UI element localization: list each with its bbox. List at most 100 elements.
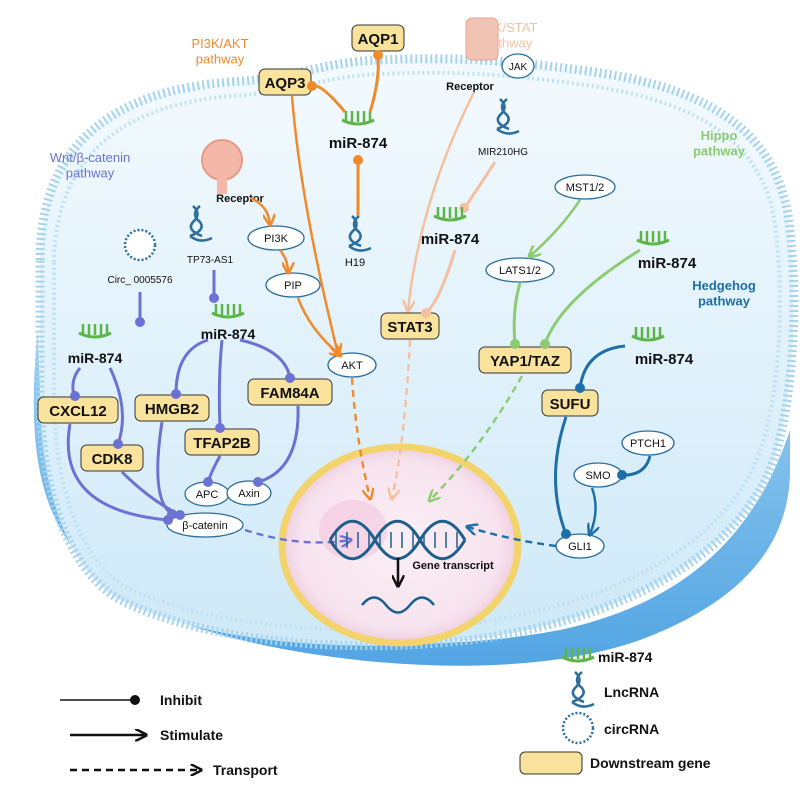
cdk8-to-bcat-end [175, 510, 185, 520]
circ-to-mir-end [135, 317, 145, 327]
pi3k-pathway-label-line: PI3K/AKT [191, 36, 248, 51]
nucleolus [319, 500, 387, 560]
gene-hmgb2: HMGB2 [145, 401, 199, 418]
gene-aqp1: AQP1 [358, 31, 399, 48]
node-mst-oval [554, 174, 616, 200]
gene-cdk8-box [80, 444, 144, 472]
receptor-left-label: Receptor [216, 193, 264, 205]
mirna-circ-icon-strand [78, 331, 112, 339]
lats-to-yap [512, 282, 522, 345]
lncrna-h19-icon-tail [348, 244, 372, 252]
mirtp-to-fam84a [239, 338, 292, 379]
node-axin: Axin [238, 488, 259, 500]
mst-to-lats [530, 199, 582, 256]
gene-tfap2b: TFAP2B [193, 435, 251, 452]
mirna-jak-label: miR-874 [421, 231, 480, 248]
circ-0005576-label: Circ_ 0005576 [107, 275, 172, 286]
receptor-to-pi3k [249, 196, 270, 224]
mirtp-to-tfap2b-end [215, 423, 225, 433]
gene-transcript-label: Gene transcript [412, 560, 494, 572]
node-jak: JAK [509, 62, 528, 73]
node-bcat-oval [166, 512, 244, 538]
legend-downstream-swatch [519, 751, 583, 775]
pi3k-pathway-label-line: pathway [196, 52, 245, 67]
node-mst: MST1/2 [566, 182, 605, 194]
hippo-pathway-label-line: Hippo [701, 128, 738, 143]
mir-to-yap [543, 248, 641, 345]
mirna-hippo-label: miR-874 [638, 255, 697, 272]
legend-lncrna-label: LncRNA [604, 684, 659, 700]
node-pip3: PIP [284, 280, 302, 292]
mrna-icon [361, 596, 435, 614]
mir210hg-to-mir [464, 161, 497, 207]
lncrna-mir210hg-icon-tail [496, 127, 520, 135]
node-bcat: β-catenin [182, 520, 227, 532]
mirna-circ-label: miR-874 [68, 350, 123, 366]
mirtp-to-hmgb2-end [171, 389, 181, 399]
mirna-top-label: miR-874 [329, 135, 388, 152]
gene-aqp3: AQP3 [265, 75, 306, 92]
mirna-hippo-icon [636, 231, 670, 246]
cxcl12-to-bcat [66, 423, 169, 522]
legend-mirna-icon [561, 648, 595, 663]
node-smo: SMO [585, 470, 611, 482]
lats-to-yap-end [510, 339, 520, 349]
mirna-top-icon-strand [341, 118, 375, 126]
mirna-hedgehog-label: miR-874 [635, 351, 694, 368]
node-ptch1-oval [621, 430, 675, 456]
lncrna-tp73-icon-b [189, 204, 203, 238]
legend-lncrna-icon [571, 670, 595, 708]
legend-stimulate-label: Stimulate [160, 727, 223, 743]
node-apc: APC [196, 489, 219, 501]
dna-strand-b [328, 519, 467, 561]
pi3k-to-pip3 [279, 249, 288, 272]
node-lats-oval [485, 257, 555, 283]
receptor-left-icon-stem [217, 170, 227, 194]
receptor-left-icon [201, 139, 243, 194]
ptch1-to-smo-end [617, 470, 627, 480]
mirtp-to-hmgb2 [174, 338, 209, 395]
legend-lncrna-icon-tail [571, 700, 595, 708]
wnt-pathway-label-line: pathway [66, 166, 115, 181]
hmgb2-to-bcat [156, 421, 173, 516]
node-ptch1: PTCH1 [630, 438, 666, 450]
cell-membrane-outer [35, 54, 799, 651]
mirtp-to-tfap2b [217, 339, 224, 429]
gene-stat3: STAT3 [387, 319, 432, 336]
fam84a-to-axin-end [253, 477, 263, 487]
mir-to-sufu [578, 344, 626, 389]
lncrna-tp73-icon [189, 204, 213, 242]
mirna-hedgehog-icon [631, 327, 665, 342]
mirna-jak-icon [433, 207, 467, 222]
receptor-top-label: Receptor [446, 81, 494, 93]
gene-sufu-box [541, 389, 599, 417]
akt-to-dna [350, 377, 370, 498]
mir-to-aqp1-end [373, 50, 383, 60]
node-gli1: GLI1 [568, 541, 592, 553]
mir-to-stat3-end [421, 308, 431, 318]
lncrna-mir210hg-icon-b [496, 97, 510, 131]
legend-mirna-label: miR-874 [598, 649, 653, 665]
tp73-to-mir-end [209, 293, 219, 303]
legend-circrna-label: circRNA [604, 721, 659, 737]
hedgehog-pathway-label-line: Hedgehog [692, 278, 756, 293]
fam84a-to-axin [257, 405, 300, 484]
mir-to-cxcl12-end [70, 391, 80, 401]
gene-cdk8: CDK8 [92, 451, 133, 468]
node-lats: LATS1/2 [499, 265, 541, 277]
h19-label: H19 [345, 257, 365, 269]
circ-0005576-icon [123, 228, 157, 262]
mir-to-yap-end [540, 339, 550, 349]
gene-yap: YAP1/TAZ [490, 353, 560, 370]
mirna-tp73-icon [211, 304, 245, 319]
mirna-jak-icon-strand [433, 214, 467, 222]
legend-mirna-icon-strand [561, 655, 595, 663]
lncrna-mir210hg-icon [496, 97, 520, 135]
